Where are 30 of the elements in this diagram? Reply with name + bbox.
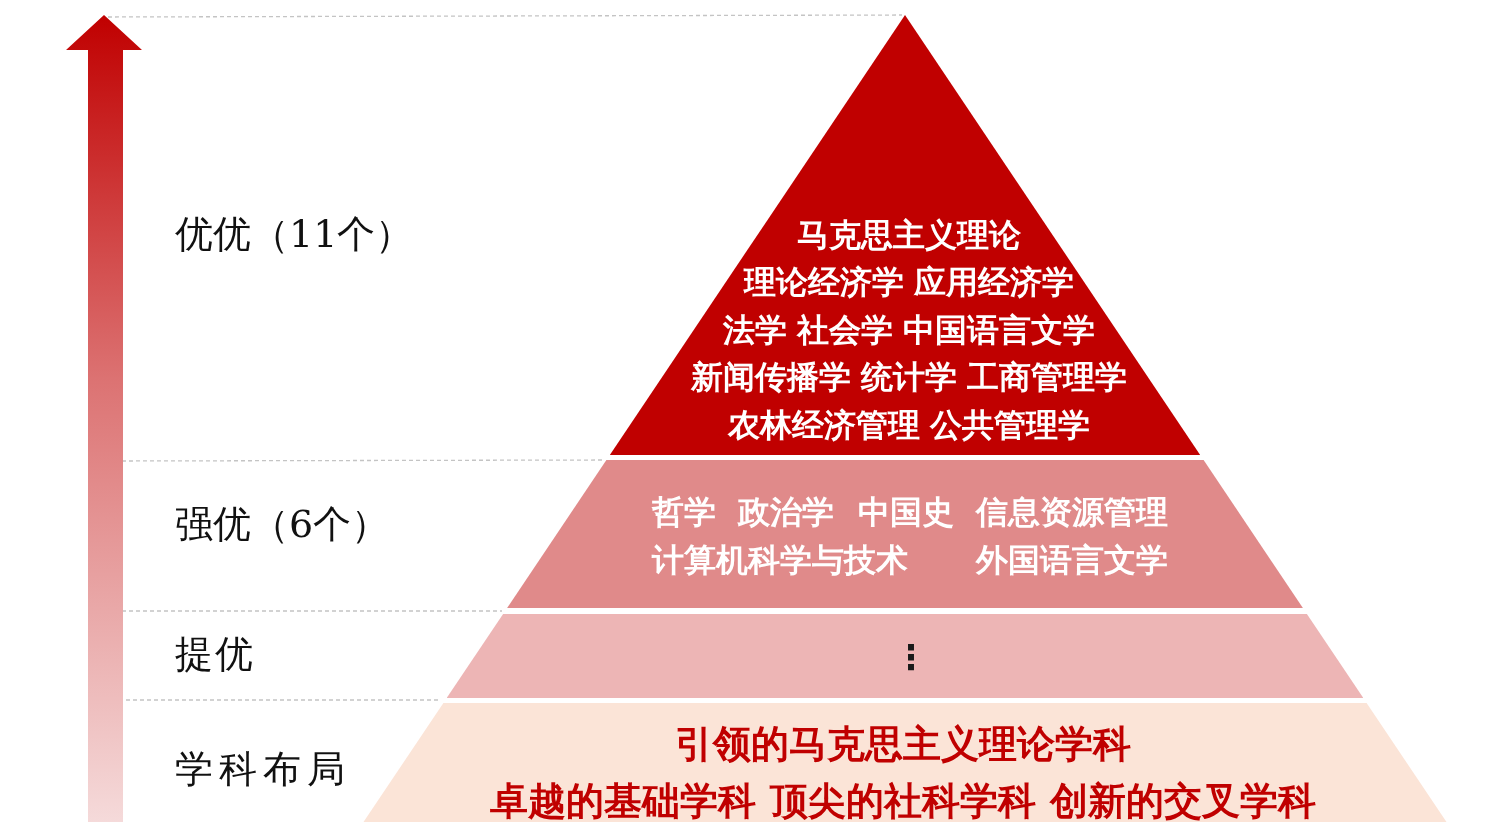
subject-label: 公共管理学	[930, 406, 1090, 444]
tier-label: 强优（6个）	[175, 503, 390, 547]
subject-label: 法学	[723, 311, 787, 349]
subject-label: 引领的马克思主义理论学科	[675, 723, 1131, 767]
subject-label: 工商管理学	[967, 358, 1127, 396]
subject-label: 社会学	[797, 311, 893, 349]
subject-label: 中国语言文学	[903, 311, 1095, 349]
subject-label: 卓越的基础学科	[490, 780, 756, 822]
subject-label: 外国语言文学	[976, 541, 1168, 579]
subject-label: 马克思主义理论	[797, 216, 1021, 254]
subject-label: 创新的交叉学科	[1050, 780, 1316, 822]
pyramid-top-triangle	[610, 15, 1200, 455]
subject-label: 政治学	[738, 493, 834, 531]
pyramid-tier	[507, 460, 1303, 608]
subject-label: 应用经济学	[914, 263, 1074, 301]
tier-label: 优优（11个）	[175, 213, 414, 257]
subject-label: 农林经济管理	[728, 406, 920, 444]
ellipsis-mark: ⋮	[894, 638, 928, 678]
subject-label: 计算机科学与技术	[652, 541, 908, 579]
pyramid-tier	[447, 614, 1363, 698]
tier-label: 提优	[175, 633, 255, 677]
subject-label: 顶尖的社科学科	[770, 780, 1036, 822]
tier-label: 学科布局	[175, 748, 351, 792]
subject-label: 新闻传播学	[691, 358, 851, 396]
subject-label: 哲学	[652, 493, 716, 531]
subject-label: 中国史	[858, 493, 954, 531]
subject-label: 理论经济学	[744, 263, 904, 301]
subject-label: 统计学	[861, 358, 957, 396]
subject-label: 信息资源管理	[976, 493, 1168, 531]
pyramid-tier	[361, 703, 1449, 822]
